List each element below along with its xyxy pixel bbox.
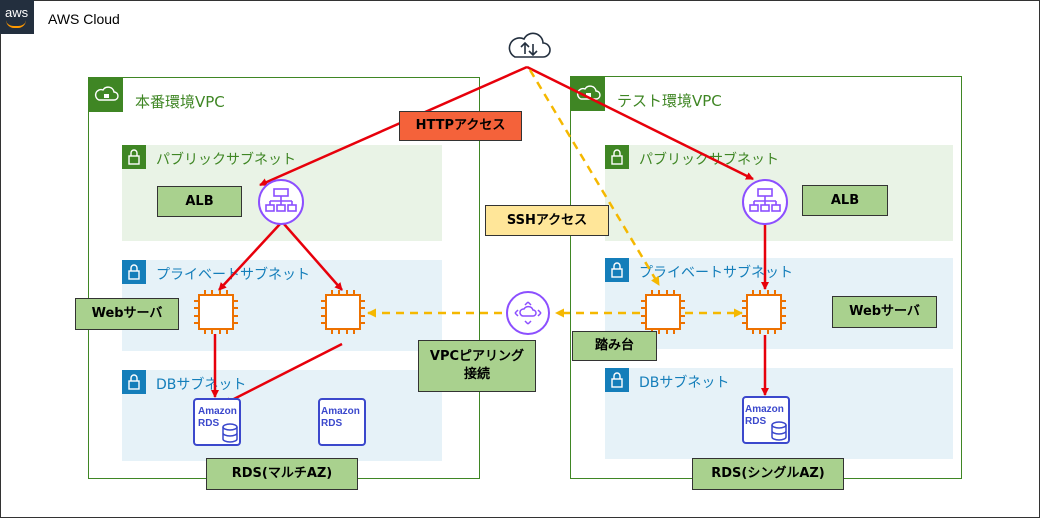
bastion-label: 踏み台 <box>572 331 657 361</box>
prod-vpc-label: 本番環境VPC <box>135 93 225 111</box>
prod-web-server-label: Webサーバ <box>75 298 179 330</box>
test-private-subnet-label: プライベートサブネット <box>639 265 793 281</box>
svg-text:RDS: RDS <box>321 418 342 429</box>
prod-db-subnet-label: DBサブネット <box>156 377 247 393</box>
alb-icon <box>742 179 788 225</box>
ssh-access-label: SSHアクセス <box>485 205 609 236</box>
vpc-peering-label-line1: VPCピアリング <box>429 349 525 365</box>
lock-icon <box>605 368 629 392</box>
lock-icon <box>122 370 146 394</box>
svg-text:RDS: RDS <box>198 418 219 429</box>
vpc-peering-label-line2: 接続 <box>463 367 490 382</box>
svg-text:Amazon: Amazon <box>198 406 237 417</box>
svg-text:Amazon: Amazon <box>745 404 784 415</box>
vpc-cloud-lock-icon <box>89 78 123 112</box>
rds-database-icon: Amazon RDS <box>318 398 366 446</box>
test-alb-label: ALB <box>802 185 888 216</box>
prod-rds-label: RDS(マルチAZ) <box>206 458 358 490</box>
alb-icon <box>258 179 304 225</box>
alb-to-web1-arrow <box>218 223 281 291</box>
ec2-instance-icon <box>321 290 365 334</box>
test-rds-label: RDS(シングルAZ) <box>692 458 844 490</box>
ec2-instance-icon <box>742 290 786 334</box>
prod-alb-label: ALB <box>157 186 242 217</box>
internet-cloud-icon <box>508 32 551 58</box>
rds-database-icon: Amazon RDS <box>193 398 241 446</box>
svg-text:RDS: RDS <box>745 416 766 427</box>
http-arrow-test <box>526 65 754 181</box>
http-access-label: HTTPアクセス <box>399 111 522 141</box>
aws-cloud-label: AWS Cloud <box>48 11 120 27</box>
lock-icon <box>122 260 146 284</box>
ec2-instance-icon <box>194 290 238 334</box>
http-arrow-prod <box>259 65 528 187</box>
test-public-subnet-label: パブリックサブネット <box>639 152 779 168</box>
lock-icon <box>605 145 629 169</box>
ssh-arrow <box>528 69 661 286</box>
web2-to-rds-arrow <box>223 342 343 406</box>
vpc-peering-label: VPCピアリング 接続 <box>418 340 536 392</box>
lock-icon <box>605 258 629 282</box>
test-vpc-label: テスト環境VPC <box>617 92 722 110</box>
rds-database-icon: Amazon RDS <box>742 396 790 444</box>
test-web-server-label: Webサーバ <box>832 296 937 328</box>
aws-logo-icon: aws <box>0 0 34 34</box>
vpc-peering-icon <box>506 291 550 335</box>
lock-icon <box>122 145 146 169</box>
svg-text:Amazon: Amazon <box>321 406 360 417</box>
alb-to-web2-arrow <box>283 223 343 291</box>
aws-logo-text: aws <box>5 5 29 20</box>
test-db-subnet-label: DBサブネット <box>639 375 730 391</box>
prod-db-subnet: DBサブネット <box>122 370 442 461</box>
prod-public-subnet-label: パブリックサブネット <box>156 152 296 168</box>
bastion-ec2-icon <box>641 290 685 334</box>
